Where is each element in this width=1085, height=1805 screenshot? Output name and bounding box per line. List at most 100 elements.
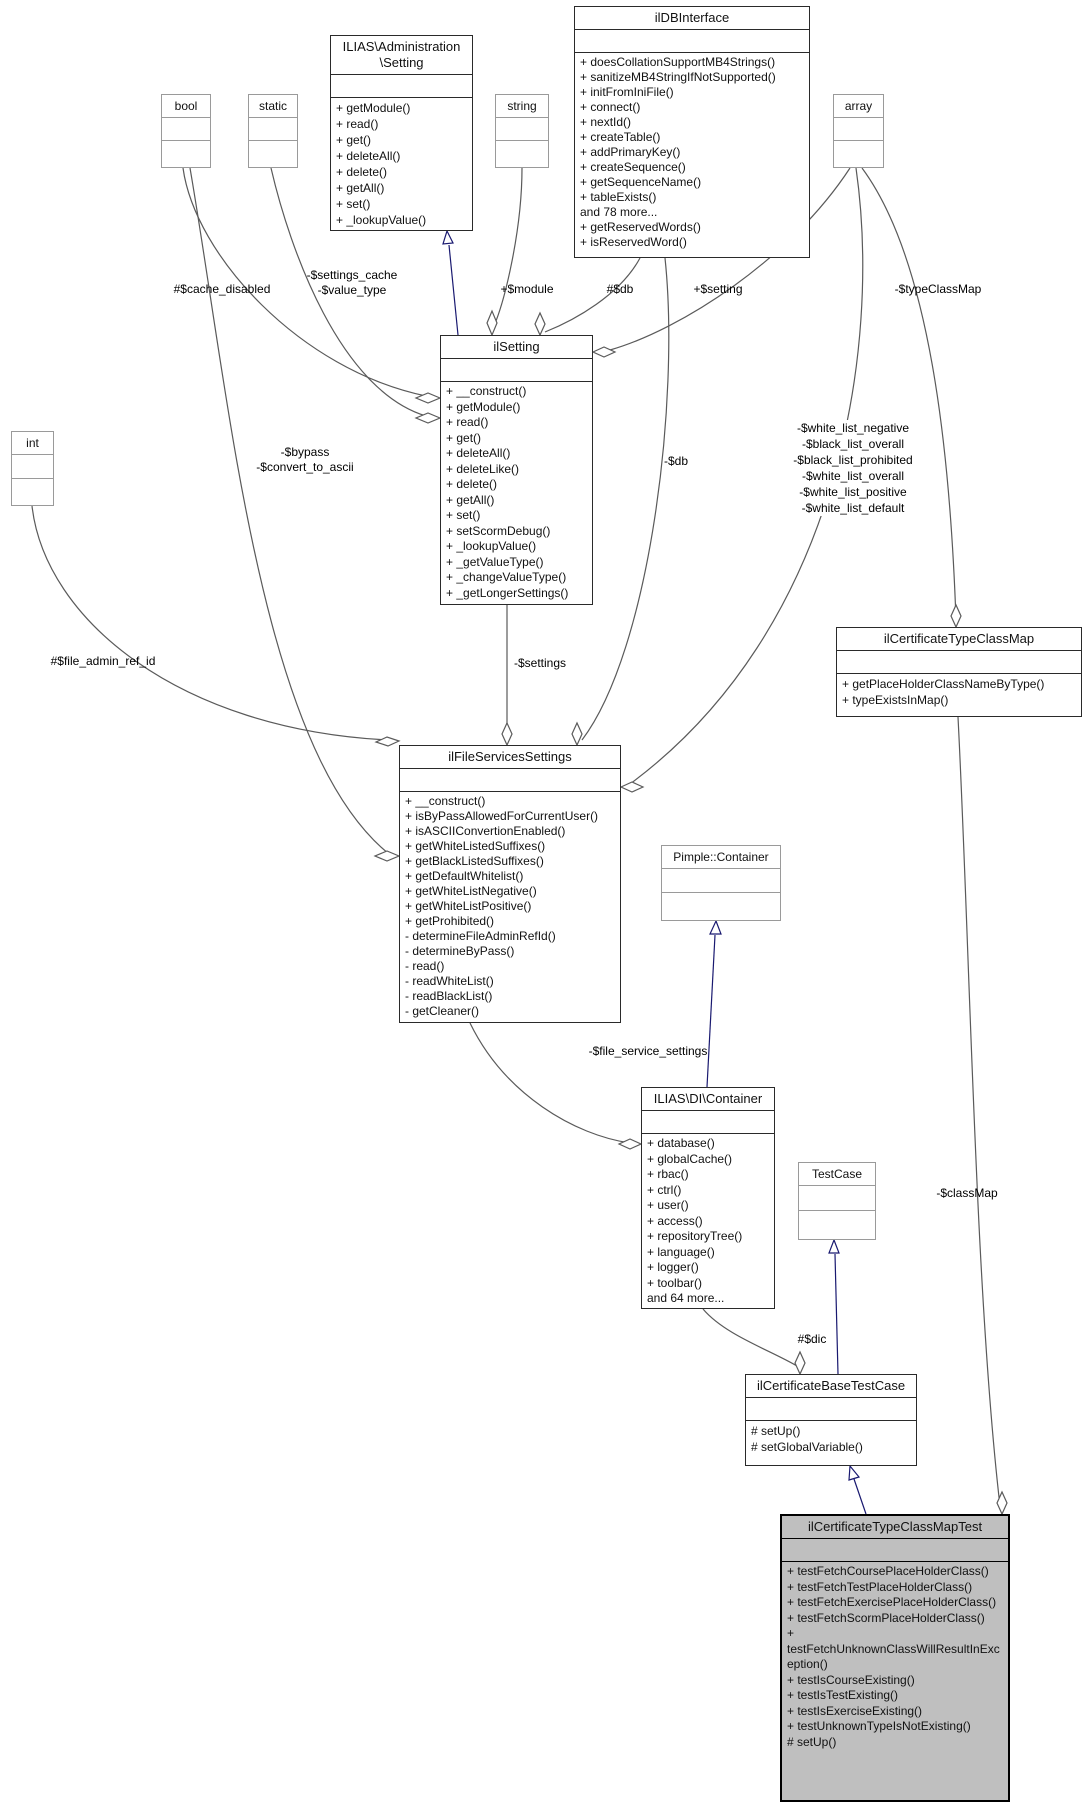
method-item: + doesCollationSupportMB4Strings()	[580, 55, 776, 69]
edge-label-line: -$white_list_default	[801, 501, 905, 515]
edge-label-line: -$black_list_prohibited	[793, 453, 913, 467]
method-item: + rbac()	[647, 1167, 689, 1181]
method-item: + globalCache()	[647, 1151, 733, 1166]
class-methods: + getModule()+ read()+ get()+ deleteAll(…	[331, 98, 472, 230]
method-item: + language()	[647, 1244, 715, 1259]
method-item: + getReservedWords()	[580, 220, 701, 234]
method-item: - determineByPass()	[405, 944, 515, 958]
class-box-bool[interactable]: bool	[161, 94, 211, 168]
aggregation-diamond	[617, 1138, 643, 1150]
method-item: + getWhiteListNegative()	[405, 884, 537, 898]
aggregation-diamond	[414, 412, 442, 424]
method-item: + isByPassAllowedForCurrentUser()	[405, 809, 599, 823]
aggregation-diamond	[486, 309, 498, 337]
method-item: + deleteAll()	[446, 446, 511, 460]
class-methods-empty	[249, 141, 297, 167]
edge-label-cache-disabled: #$cache_disabled	[173, 282, 271, 296]
method-item: + getBlackListedSuffixes()	[405, 854, 544, 868]
method-item: + _getLongerSettings()	[446, 585, 569, 600]
edge-label-bypass: -$bypass-$convert_to_ascii	[256, 445, 353, 475]
edge-label-line: -$convert_to_ascii	[256, 460, 354, 474]
edge-label-line: -$white_list_positive	[799, 485, 907, 499]
method-item: + getAll()	[336, 181, 385, 195]
edge-label-white-lists: -$white_list_negative -$black_list_overal…	[791, 420, 915, 516]
method-item: - readBlackList()	[405, 989, 493, 1003]
aggregation-diamond	[794, 1350, 806, 1376]
class-title: ilDBInterface	[575, 7, 809, 30]
class-methods-empty	[496, 141, 548, 167]
method-item: + _changeValueType()	[446, 570, 567, 584]
class-attrs-empty	[746, 1398, 916, 1421]
edge-label-file-service-settings: -$file_service_settings	[588, 1044, 708, 1058]
class-title: ILIAS\DI\Container	[642, 1088, 774, 1111]
edge-label-setting: +$setting	[693, 282, 743, 296]
inheritance-arrow	[828, 1238, 840, 1254]
class-box-ilcertificatebasetestcase[interactable]: ilCertificateBaseTestCase # setUp()# set…	[745, 1374, 917, 1466]
method-item: + getPlaceHolderClassNameByType()	[842, 677, 1045, 691]
class-title: ILIAS\Administration \Setting	[331, 36, 472, 75]
method-item: + testFetchExercisePlaceHolderClass()	[787, 1595, 997, 1609]
edge-label-line: -$white_list_overall	[801, 469, 905, 483]
class-box-ilfileservicessettings[interactable]: ilFileServicesSettings + __construct()+ …	[399, 745, 621, 1023]
method-item: + testFetchScormPlaceHolderClass()	[787, 1610, 985, 1625]
class-title: ilCertificateBaseTestCase	[746, 1375, 916, 1398]
aggregation-diamond	[950, 603, 962, 629]
class-box-static[interactable]: static	[248, 94, 298, 168]
class-methods: + doesCollationSupportMB4Strings()+ sani…	[575, 53, 809, 257]
method-item: + get()	[446, 430, 482, 445]
edge-label-line: -$black_list_overall	[801, 437, 905, 451]
class-methods-empty	[662, 893, 780, 920]
method-item: + typeExistsInMap()	[842, 693, 949, 707]
edge-label-db-fileservices: -$db	[663, 454, 689, 468]
method-item: + database()	[647, 1136, 715, 1150]
method-item: + testIsTestExisting()	[787, 1688, 899, 1702]
method-item: + __construct()	[405, 794, 486, 808]
method-item: + ctrl()	[647, 1182, 682, 1197]
edge-file-service-settings	[469, 1022, 631, 1144]
method-item: + access()	[647, 1213, 703, 1228]
method-item: + get()	[336, 133, 372, 147]
inheritance-arrow	[848, 1464, 861, 1481]
class-title: ilCertificateTypeClassMapTest	[782, 1516, 1008, 1539]
method-item: + isASCIIConvertionEnabled()	[405, 824, 566, 838]
method-item: + addPrimaryKey()	[580, 145, 681, 159]
class-box-ilsetting[interactable]: ilSetting + __construct()+ getModule()+ …	[440, 335, 593, 605]
class-title: array	[834, 95, 883, 118]
class-methods: + __construct()+ getModule()+ read()+ ge…	[441, 382, 592, 604]
edge-label-type-class-map: -$typeClassMap	[894, 282, 982, 296]
class-attrs-empty	[331, 75, 472, 98]
aggregation-diamond	[373, 850, 401, 862]
edge-settings-cache	[270, 167, 427, 417]
edge-label-line: -$white_list_negative	[796, 421, 910, 435]
edge-module	[493, 167, 523, 327]
class-box-testcase[interactable]: TestCase	[798, 1162, 876, 1240]
aggregation-diamond	[591, 346, 617, 358]
class-box-array[interactable]: array	[833, 94, 884, 168]
method-item: + delete()	[446, 477, 498, 491]
inheritance-arrow	[442, 229, 454, 245]
class-box-int[interactable]: int	[11, 431, 54, 506]
class-box-ilias-administration-setting[interactable]: ILIAS\Administration \Setting + getModul…	[330, 35, 473, 231]
method-item: + connect()	[580, 100, 641, 114]
edge-class-map	[957, 716, 1001, 1507]
class-box-ilcertificatetypeclassmap[interactable]: ilCertificateTypeClassMap + getPlaceHold…	[836, 627, 1082, 717]
method-item: # setGlobalVariable()	[751, 1440, 863, 1454]
method-item: + getModule()	[336, 101, 411, 115]
class-attrs-empty	[12, 455, 53, 479]
class-box-string[interactable]: string	[495, 94, 549, 168]
class-attrs-empty	[575, 30, 809, 53]
class-box-pimple-container[interactable]: Pimple::Container	[661, 845, 781, 921]
class-box-ildbinterface[interactable]: ilDBInterface + doesCollationSupportMB4S…	[574, 6, 810, 258]
edge-db-fileservices	[581, 257, 670, 741]
method-item: + tableExists()	[580, 190, 657, 204]
method-item: + getWhiteListPositive()	[405, 899, 532, 913]
class-box-ilcertificatetypeclassmaptest[interactable]: ilCertificateTypeClassMapTest + testFetc…	[780, 1514, 1010, 1802]
method-item: + _lookupValue()	[336, 213, 427, 227]
edge-inherit-ilsetting	[448, 244, 459, 336]
class-box-ilias-di-container[interactable]: ILIAS\DI\Container + database()+ globalC…	[641, 1087, 775, 1309]
method-item: + getModule()	[446, 399, 521, 414]
method-item: + read()	[336, 117, 379, 131]
edge-label-module: +$module	[500, 282, 554, 296]
class-title: ilSetting	[441, 336, 592, 359]
method-item: + testFetchUnknownClassWillResultInExcep…	[787, 1626, 1000, 1671]
